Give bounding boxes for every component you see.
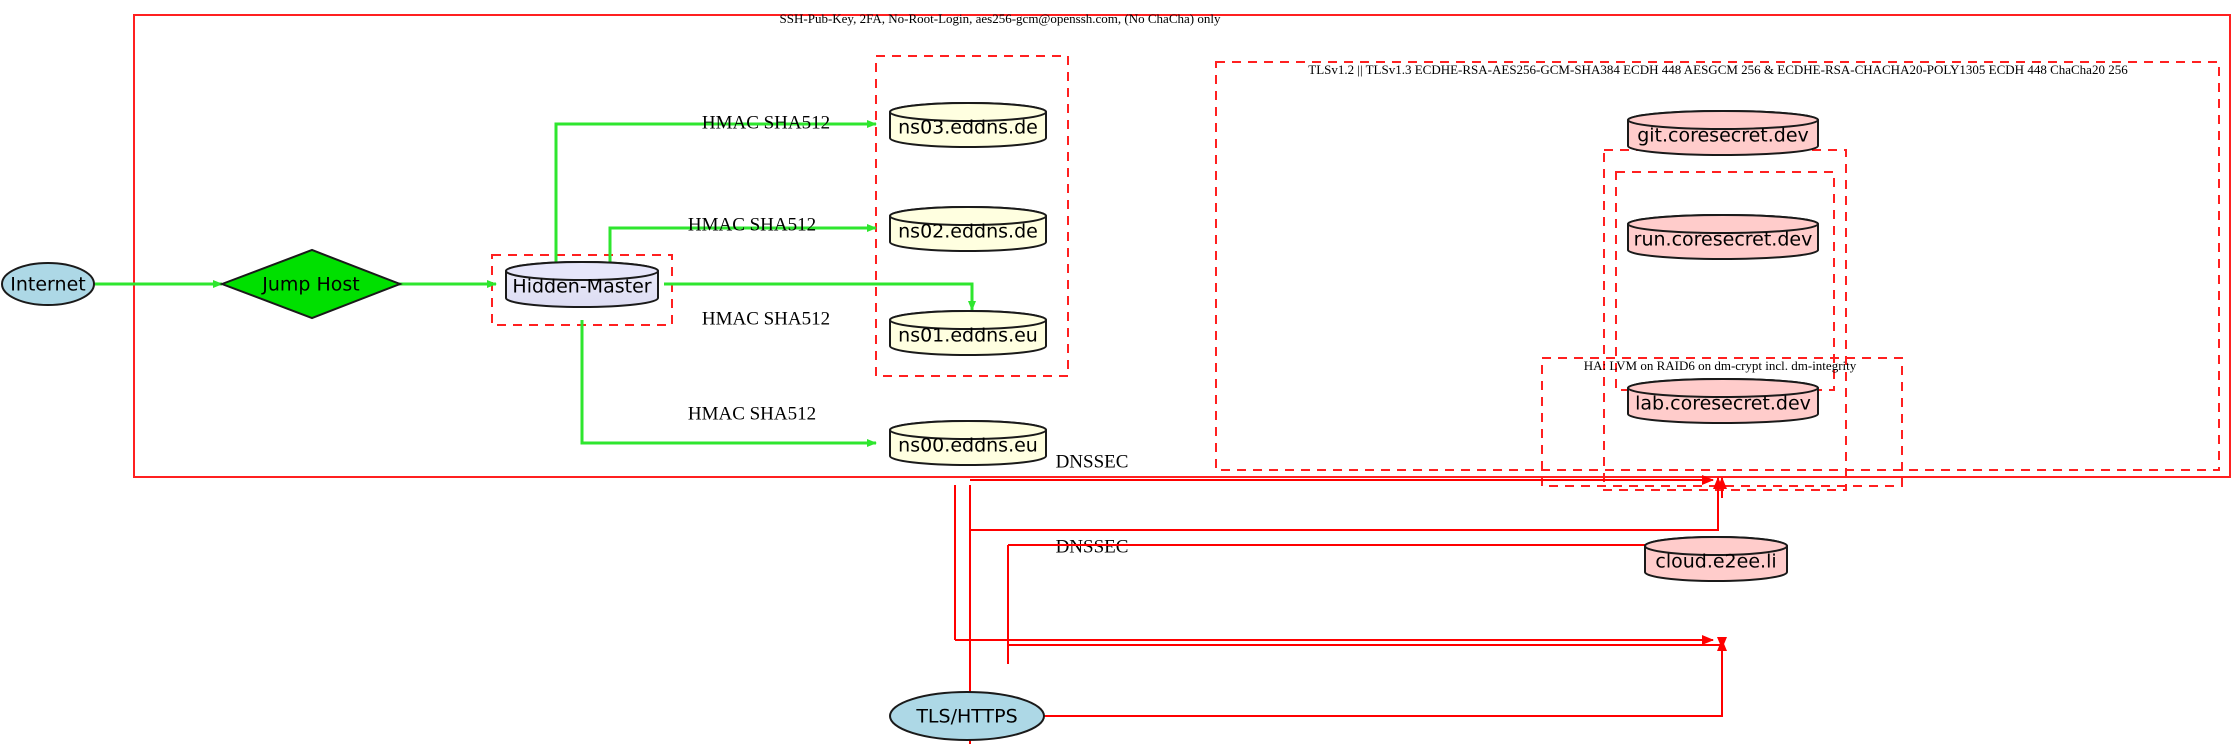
edge-label-dnssec-upper: DNSSEC [1056,451,1129,472]
edge-hiddenmaster-to-ns02 [608,224,877,262]
edge-label-hmac-ns00: HMAC SHA512 [688,403,816,424]
edge-label-hmac-ns03: HMAC SHA512 [702,112,830,133]
ha-cluster-label: HA: LVM on RAID6 on dm-crypt incl. dm-in… [1584,358,1857,373]
ssh-cluster-label: SSH-Pub-Key, 2FA, No-Root-Login, aes256-… [780,11,1221,26]
coresecret-outer-cluster [1603,149,1847,491]
edge-label-hmac-ns02: HMAC SHA512 [688,214,816,235]
node-lab-coresecret-label: lab.coresecret.dev [1635,393,1811,415]
node-git-coresecret-label: git.coresecret.dev [1637,125,1809,147]
edge-label-dnssec-lower: DNSSEC [1056,536,1129,557]
node-cloud-e2ee[interactable]: cloud.e2ee.li [1644,536,1788,582]
edge-label-hmac-ns01: HMAC SHA512 [702,308,830,329]
node-jump-host-label: Jump Host [261,274,360,296]
node-hidden-master-label: Hidden-Master [512,276,651,298]
edge-red-tls-to-right [1044,660,1723,717]
edge-hiddenmaster-to-ns03 [554,120,877,262]
node-git-coresecret[interactable]: git.coresecret.dev [1627,110,1819,156]
node-ns03[interactable]: ns03.eddns.de [889,102,1047,148]
node-run-coresecret-label: run.coresecret.dev [1634,229,1813,251]
node-tls-https-label: TLS/HTTPS [915,706,1017,728]
node-tls-https[interactable]: TLS/HTTPS [889,691,1045,741]
edge-dnssec-lower-stub [1007,545,1727,649]
tls-cluster [1215,61,2220,471]
node-cloud-e2ee-label: cloud.e2ee.li [1655,551,1776,573]
node-ns01-label: ns01.eddns.eu [898,325,1038,347]
edge-hiddenmaster-to-ns01 [664,282,976,311]
node-run-coresecret[interactable]: run.coresecret.dev [1627,214,1819,260]
node-ns02-label: ns02.eddns.de [898,221,1038,243]
node-lab-coresecret[interactable]: lab.coresecret.dev [1627,378,1819,424]
node-ns00-label: ns00.eddns.eu [898,435,1038,457]
node-ns02[interactable]: ns02.eddns.de [889,206,1047,252]
node-internet[interactable]: Internet [1,262,95,306]
node-hidden-master[interactable]: Hidden-Master [505,261,659,308]
tls-cluster-label: TLSv1.2 || TLSv1.3 ECDHE-RSA-AES256-GCM-… [1308,62,2128,77]
ssh-security-cluster [133,14,2231,478]
node-internet-label: Internet [10,274,85,296]
node-ns00[interactable]: ns00.eddns.eu [889,420,1047,466]
edge-hiddenmaster-to-ns00 [580,320,877,447]
node-ns01[interactable]: ns01.eddns.eu [889,310,1047,356]
node-ns03-label: ns03.eddns.de [898,117,1038,139]
dns-cluster [875,55,1069,377]
ha-cluster [1541,357,1903,487]
node-jump-host[interactable]: Jump Host [219,248,403,320]
